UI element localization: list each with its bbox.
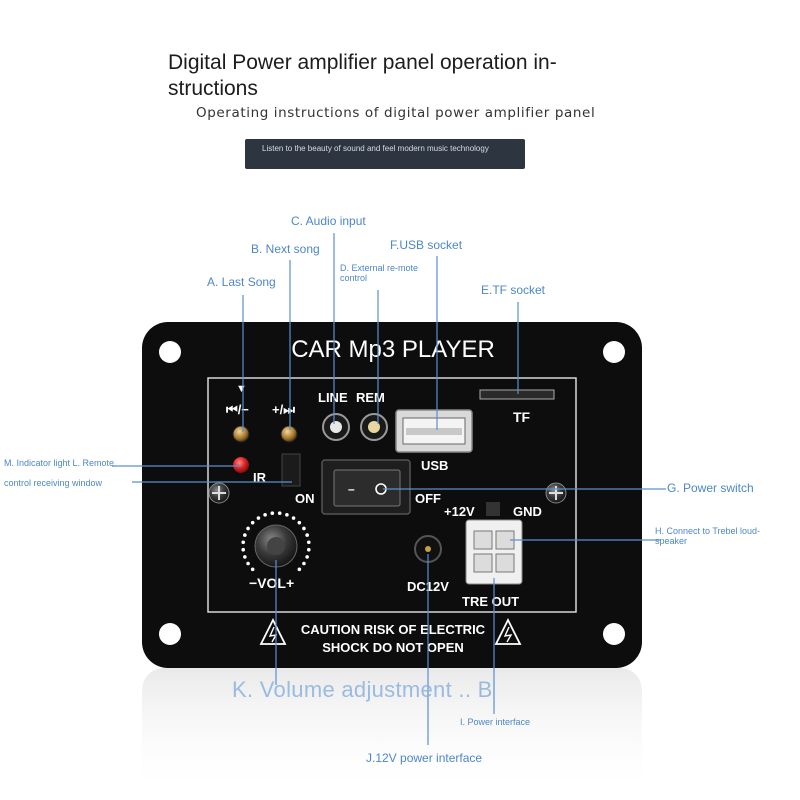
volume-dot xyxy=(250,520,255,525)
volume-dot xyxy=(263,513,267,517)
volume-dot xyxy=(302,526,306,531)
prev-label: ⏮/− xyxy=(226,402,249,417)
usb-label: USB xyxy=(421,458,448,473)
panel-inner-frame xyxy=(207,377,577,613)
volume-dot xyxy=(302,561,306,566)
callout-indicator-1: M. Indicator light L. Remote xyxy=(4,458,115,468)
mount-hole-tl xyxy=(159,341,181,363)
warning-icon-left xyxy=(259,617,287,645)
volume-dot xyxy=(243,555,247,559)
tagline-banner: Listen to the beauty of sound and feel m… xyxy=(245,139,525,169)
callout-next-song: B. Next song xyxy=(251,242,320,256)
callout-indicator-2: control receiving window xyxy=(4,478,103,488)
caution-line2: SHOCK DO NOT OPEN xyxy=(322,640,464,655)
callout-external-remote: D. External re-mote control xyxy=(340,263,419,283)
screw-right xyxy=(545,482,567,504)
line-label: LINE xyxy=(318,390,348,405)
volume-dot xyxy=(297,520,302,525)
callout-tf-socket: E.TF socket xyxy=(481,283,546,297)
v12-label: +12V xyxy=(444,504,475,519)
mount-hole-tr xyxy=(603,341,625,363)
volume-dot xyxy=(241,547,246,552)
volume-dot xyxy=(277,511,282,516)
volume-dot xyxy=(246,526,250,531)
volume-dot xyxy=(297,567,302,572)
callout-usb-socket: F.USB socket xyxy=(390,238,463,252)
callout-lines xyxy=(112,233,666,745)
warning-icon-right xyxy=(494,617,522,645)
volume-dots xyxy=(241,511,311,572)
off-label: OFF xyxy=(415,491,441,506)
tre-label: TRE OUT xyxy=(462,594,519,609)
callout-power-switch: G. Power switch xyxy=(667,481,754,495)
vol-label: −VOL+ xyxy=(249,575,294,591)
tre-connector xyxy=(465,519,523,585)
volume-dot xyxy=(305,533,309,537)
callout-12v-power: J.12V power interface xyxy=(366,751,483,765)
prev-button xyxy=(232,425,250,443)
mount-hole-br xyxy=(603,623,625,645)
callout-audio-input: C. Audio input xyxy=(291,214,366,228)
volume-dot xyxy=(306,540,311,545)
volume-dot xyxy=(246,561,250,566)
tf-label: TF xyxy=(513,409,531,425)
rem-label: REM xyxy=(356,390,385,405)
callout-power-interface: I. Power interface xyxy=(460,717,531,727)
callout-last-song: A. Last Song xyxy=(207,275,276,289)
volume-dot xyxy=(256,516,261,520)
volume-dot xyxy=(305,555,309,559)
ir-window xyxy=(281,453,301,487)
next-button xyxy=(280,425,298,443)
next-label: +/⏭ xyxy=(272,402,295,417)
volume-dot xyxy=(241,540,246,545)
tf-socket xyxy=(479,389,555,400)
volume-dot xyxy=(243,533,247,537)
volume-dot xyxy=(250,567,255,572)
callout-trebel-2: speaker xyxy=(655,536,688,546)
volume-knob xyxy=(254,524,298,568)
antenna-icon: ▼ xyxy=(236,383,247,395)
volume-dot xyxy=(270,511,275,516)
tagline-text: Listen to the beauty of sound and feel m… xyxy=(262,144,489,153)
callout-volume-adjustment: K. Volume adjustment .. B xyxy=(232,677,493,702)
screw-left xyxy=(208,482,230,504)
callout-trebel-1: H. Connect to Trebel loud- xyxy=(655,526,761,536)
caution-line1: CAUTION RISK OF ELECTRIC xyxy=(301,622,486,637)
panel-reflection xyxy=(142,668,642,798)
page-subtitle: Operating instructions of digital power … xyxy=(196,105,596,121)
svg-text:–: – xyxy=(348,482,355,496)
product-name: CAR Mp3 PLAYER xyxy=(291,336,495,363)
volume-dot xyxy=(306,547,311,552)
gnd-label: GND xyxy=(513,504,542,519)
volume-dot xyxy=(291,516,296,520)
mount-hole-bl xyxy=(159,623,181,645)
page-title: Digital Power amplifier panel operation … xyxy=(168,51,557,100)
indicator-led xyxy=(233,457,249,473)
ir-label: IR xyxy=(253,470,267,485)
on-label: ON xyxy=(295,491,315,506)
volume-dot xyxy=(285,513,289,517)
